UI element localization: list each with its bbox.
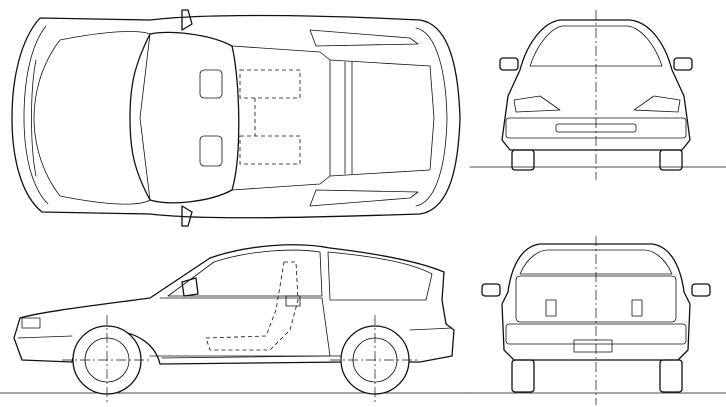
rear-view (469, 236, 726, 405)
side-view (0, 244, 471, 405)
front-view (469, 10, 726, 180)
top-view (11, 9, 461, 227)
